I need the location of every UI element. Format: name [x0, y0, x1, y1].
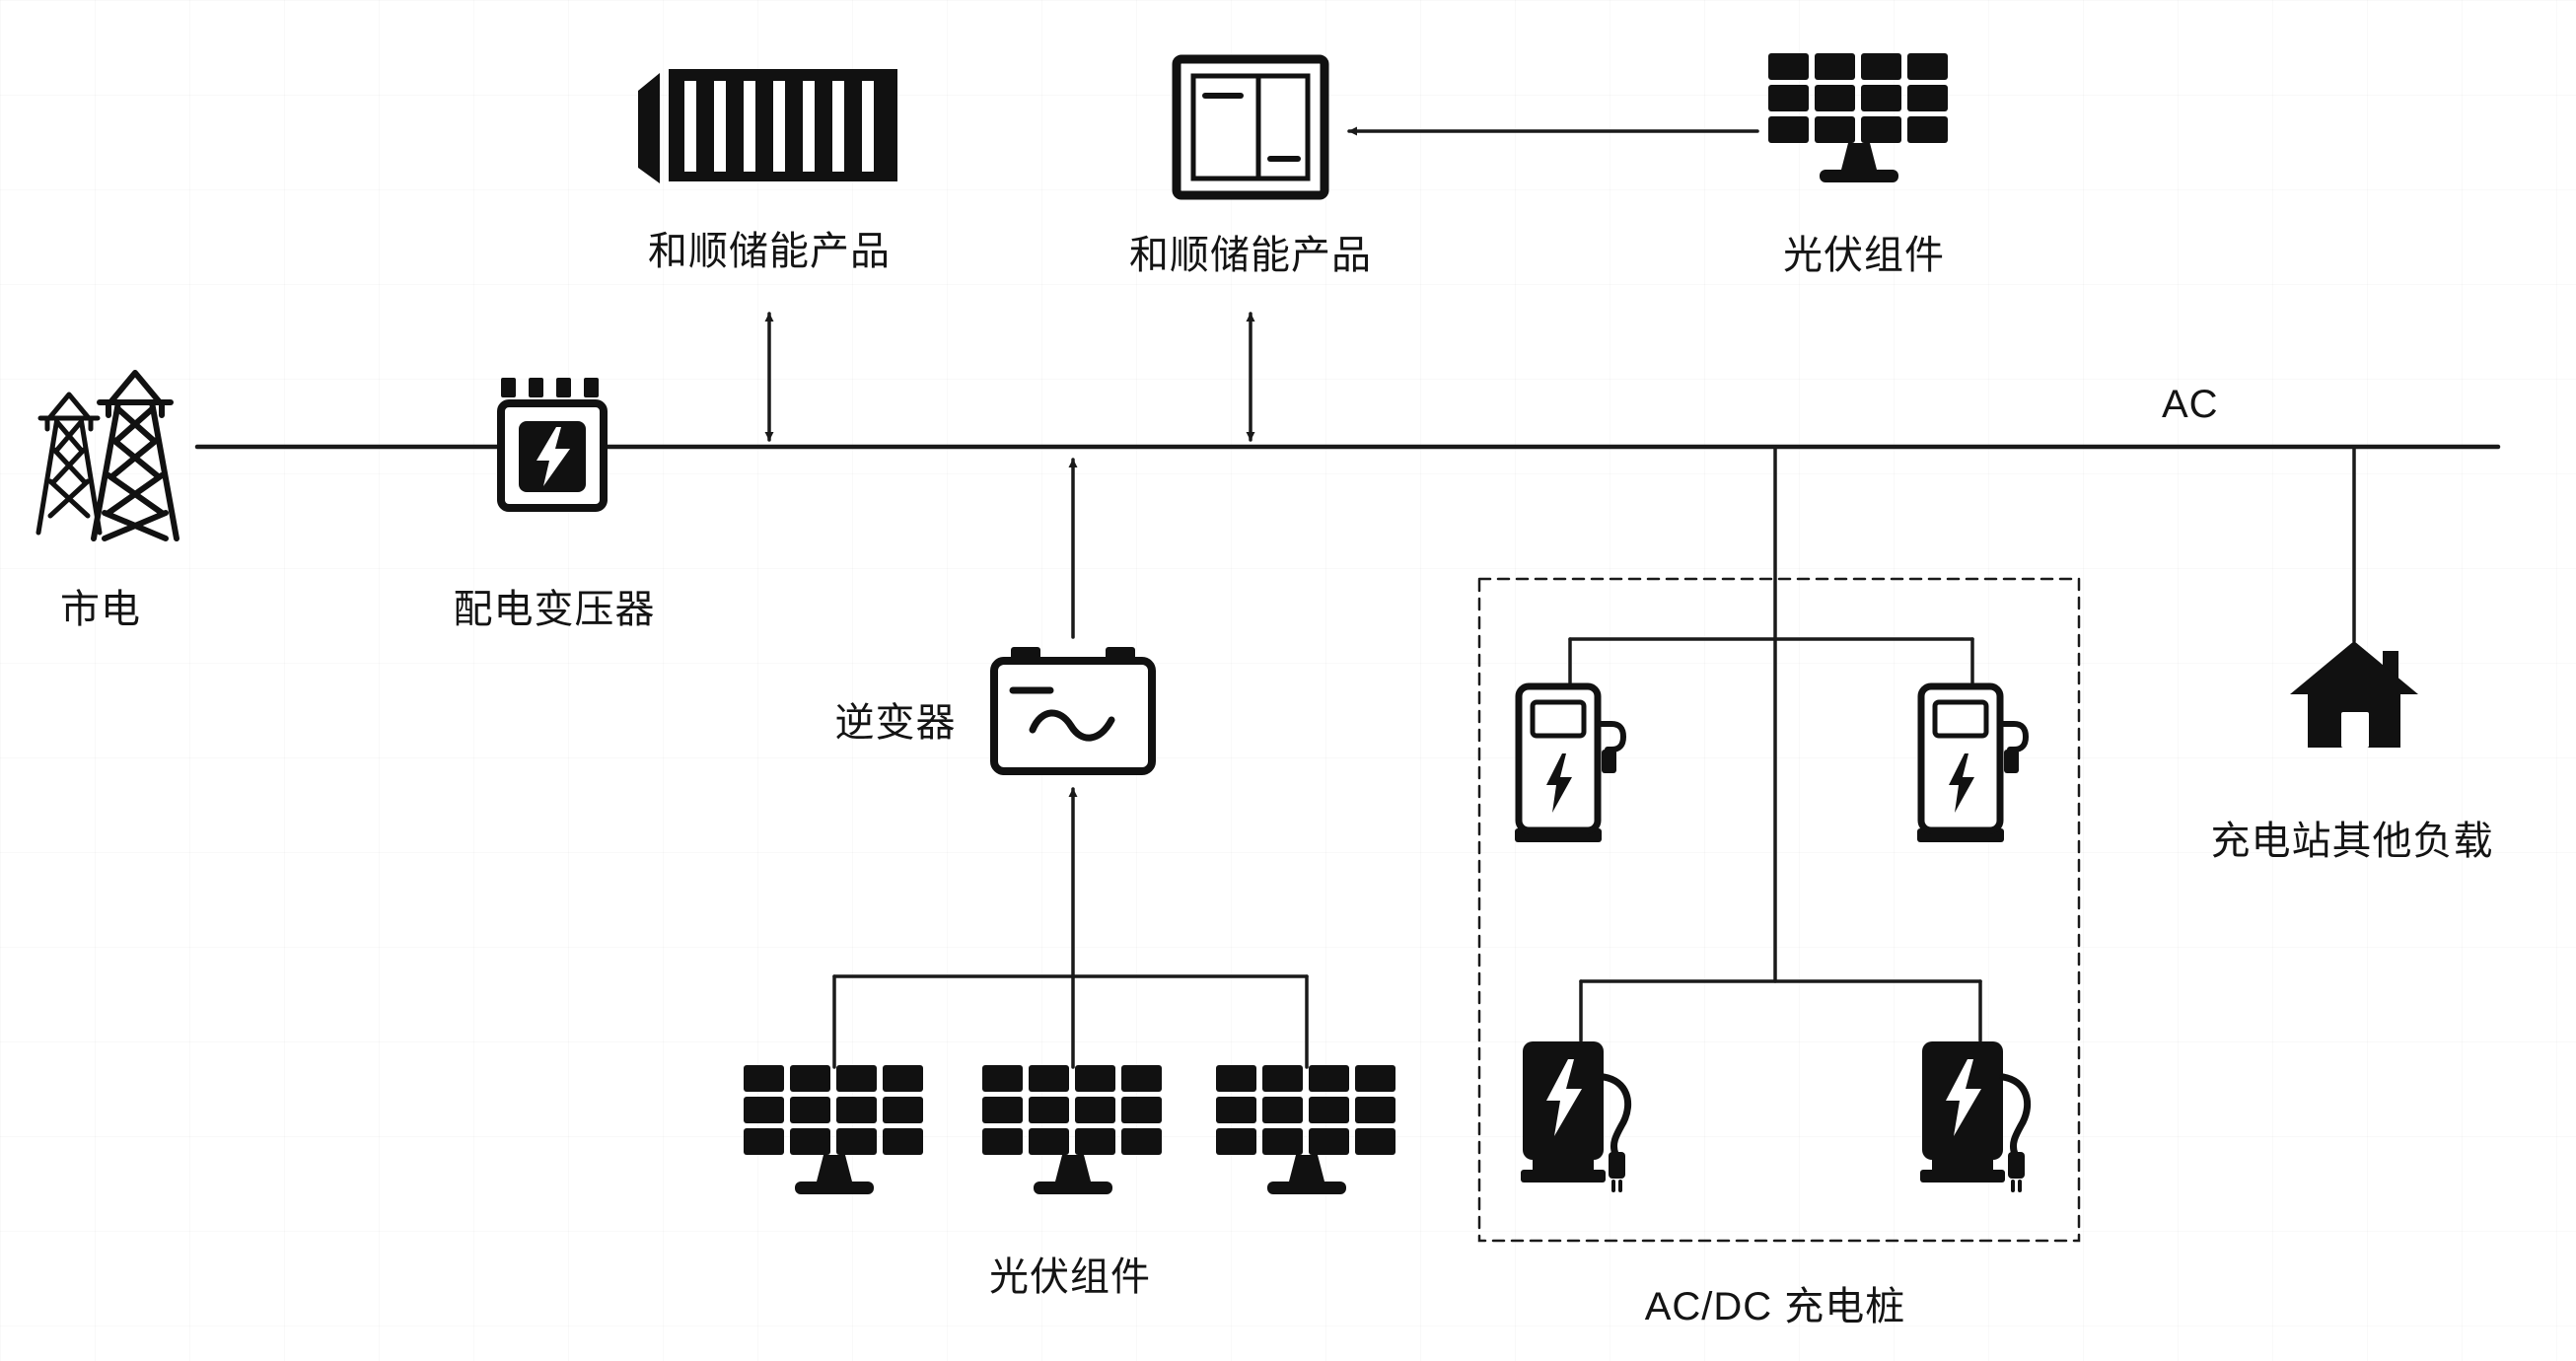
transformer-icon: [491, 378, 613, 514]
storage-container-icon: [636, 57, 902, 187]
transformer-label: 配电变压器: [453, 588, 656, 631]
power-towers-icon: [15, 363, 202, 550]
house-icon: [2288, 639, 2421, 752]
pv-top-label: 光伏组件: [1783, 234, 1945, 277]
charger-group-label: AC/DC 充电桩: [1644, 1285, 1906, 1328]
inverter-label: 逆变器: [834, 701, 957, 745]
storage-left-label: 和顺储能产品: [648, 230, 891, 273]
ac-charger-icon: [1511, 679, 1629, 846]
solar-panel-icon: [1213, 1063, 1400, 1211]
charger-group-box: [1477, 577, 2081, 1243]
inverter-icon: [989, 641, 1157, 779]
pv-bottom-label: 光伏组件: [989, 1255, 1151, 1299]
solar-panel-icon: [1765, 51, 1953, 199]
dc-charger-icon: [1916, 1038, 2044, 1200]
other-loads-label: 充电站其他负载: [2210, 820, 2494, 863]
dc-charger-icon: [1517, 1038, 1645, 1200]
solar-panel-icon: [979, 1063, 1167, 1211]
ac-bus-label: AC: [2162, 383, 2219, 426]
storage-mid-label: 和顺储能产品: [1129, 234, 1372, 277]
solar-panel-icon: [741, 1063, 928, 1211]
storage-cabinet-icon: [1172, 54, 1329, 200]
ac-charger-icon: [1913, 679, 2032, 846]
mains-label: 市电: [60, 588, 141, 631]
